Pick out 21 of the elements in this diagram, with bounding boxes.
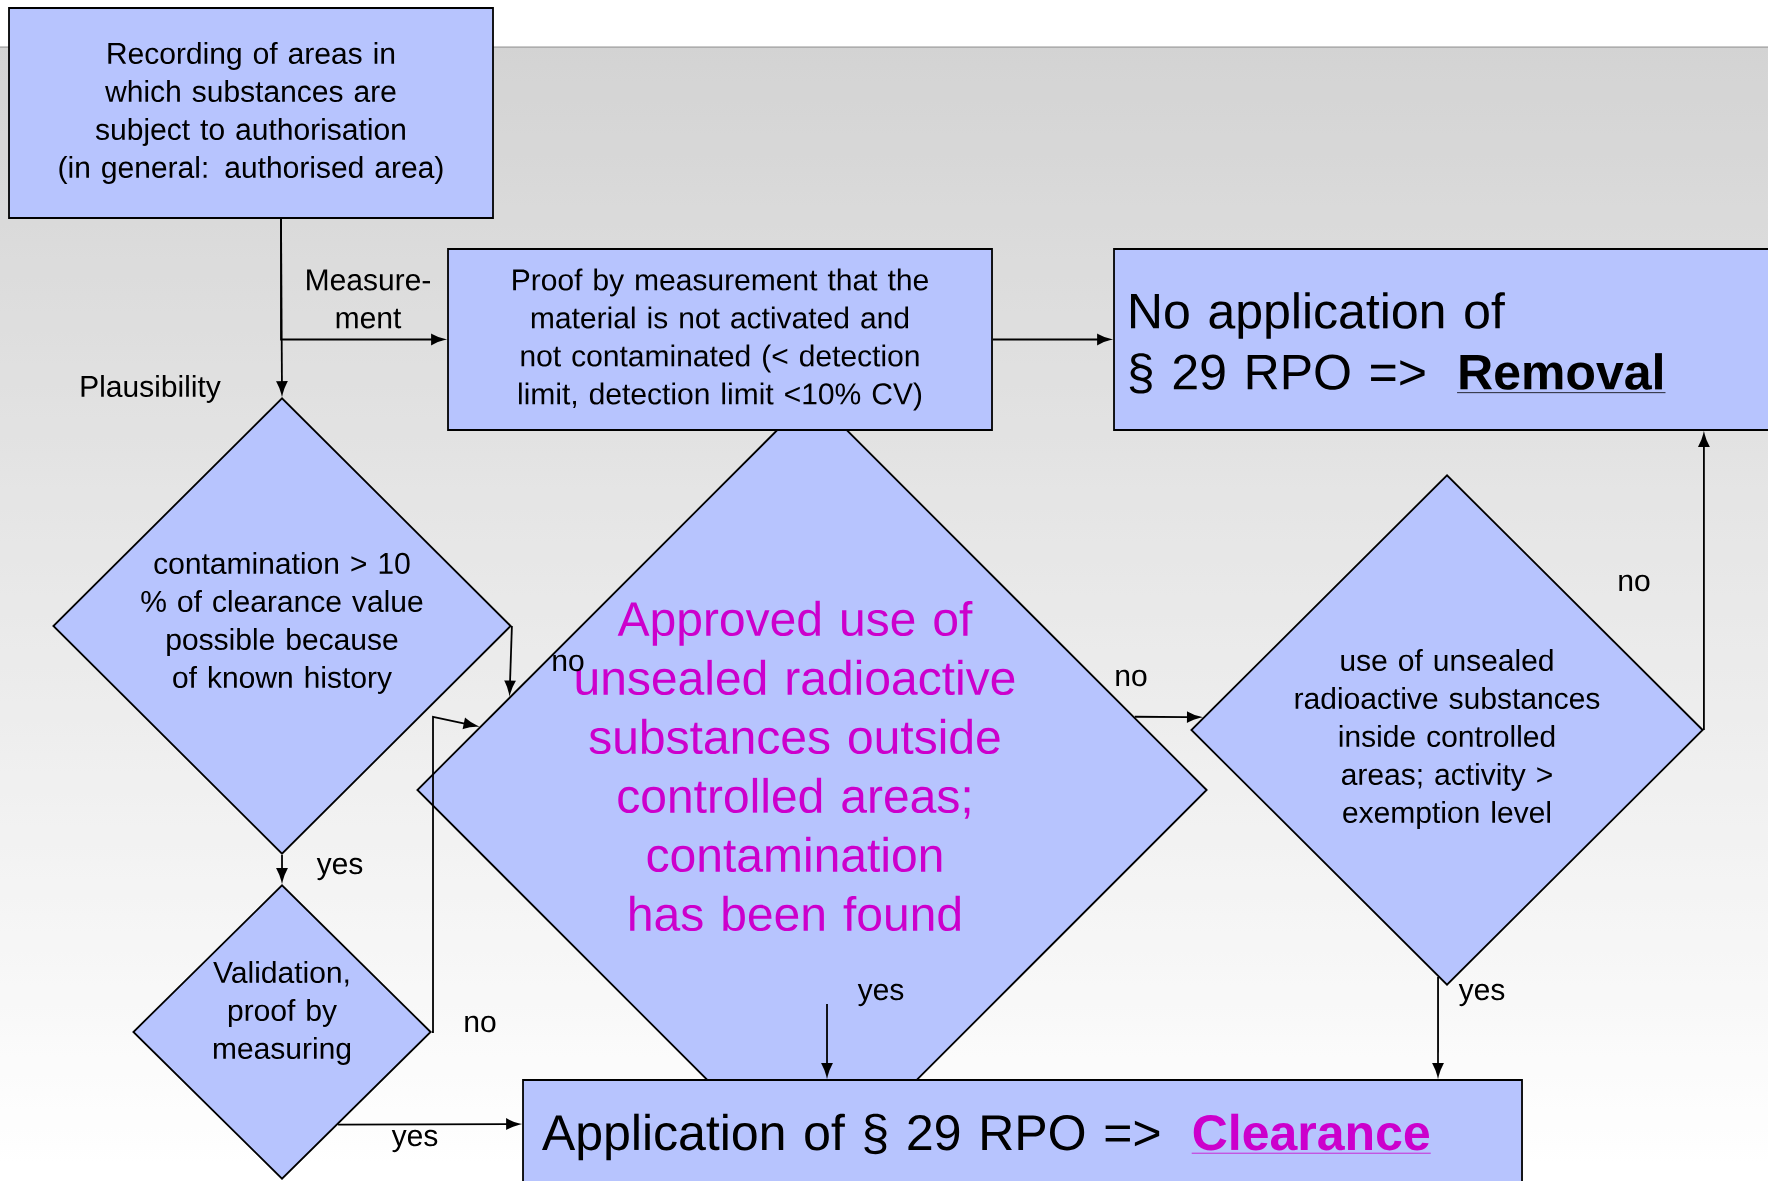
process-box: Recording of areas in which substances are subject to authorisation (in general: authorised area) [8,7,494,219]
edge-label: no [1116,669,1147,687]
process-box: Proof by measurement that the material is not activated and not contaminated (< detection limit, detection limit <10% CV) [447,248,993,431]
arrow [1133,711,1201,723]
arrow [821,1003,833,1077]
arrow [1432,976,1444,1077]
edge-label: no [465,1015,496,1033]
arrow [280,218,445,345]
edge-label: Measure- ment [307,269,430,329]
arrow [276,854,288,882]
arrow [337,1118,520,1130]
result-box: No application of § 29 RPO => Removal [1113,248,1768,431]
edge-label: yes [857,983,904,1007]
edge-label: no [1619,574,1650,592]
arrow [504,625,516,694]
edge-label: yes [316,857,363,881]
arrow [992,334,1111,345]
arrow [431,715,477,1033]
result-box: Application of § 29 RPO => Clearance [522,1079,1523,1181]
edge-label: yes [1458,983,1505,1007]
arrow [1698,433,1710,731]
